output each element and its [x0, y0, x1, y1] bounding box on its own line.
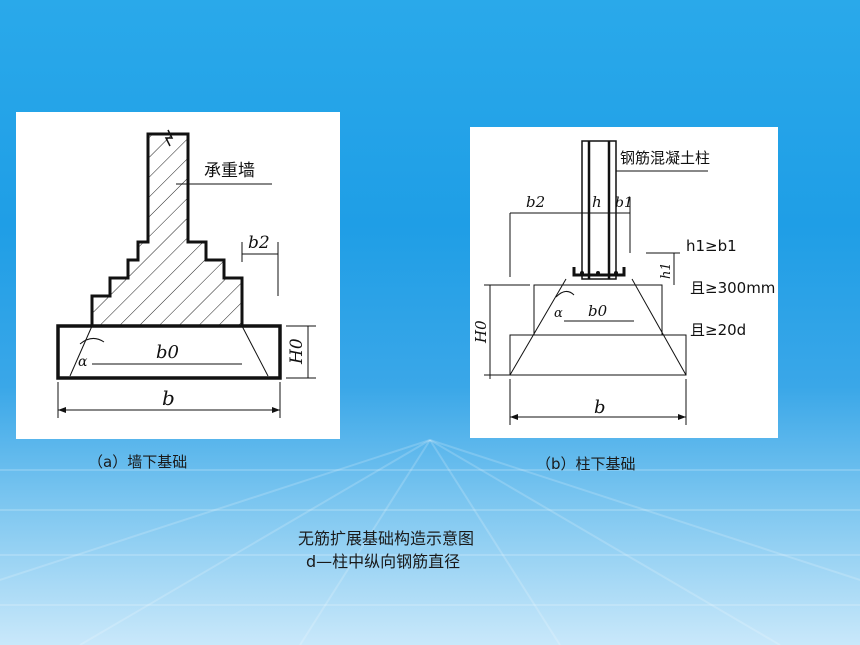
b-label-b: b [594, 397, 606, 418]
lower-base [509, 334, 687, 376]
h0-label-b: H0 [472, 320, 490, 344]
h0-label: H0 [287, 338, 307, 365]
wall-foundation-diagram: 承重墙 b2 H0 b0 α b [56, 129, 316, 418]
condition-2: 且≥300mm [690, 279, 775, 297]
top-h-label: h [592, 193, 602, 211]
figure-title: 无筋扩展基础构造示意图 [298, 529, 475, 548]
caption-a: （a）墙下基础 [88, 453, 188, 471]
b-label: b [162, 386, 175, 410]
h1-label: h1 [659, 262, 674, 279]
top-b2-label: b2 [526, 193, 545, 211]
figure-note: d—柱中纵向钢筋直径 [306, 552, 461, 571]
alpha-label: α [78, 354, 88, 370]
b2-label: b2 [248, 233, 270, 253]
top-b1-label: b1 [615, 195, 633, 211]
b0-label: b0 [156, 342, 179, 363]
column [581, 140, 617, 280]
caption-b: （b）柱下基础 [536, 455, 636, 473]
wall-label: 承重墙 [204, 161, 255, 181]
base-slab [56, 324, 282, 380]
column-foundation-diagram: 钢筋混凝土柱 b2 h b1 h1 h1≥b1 且≥300mm 且≥20d H0… [472, 140, 775, 425]
break-mark [164, 129, 174, 147]
column-label: 钢筋混凝土柱 [620, 149, 710, 167]
condition-3: 且≥20d [690, 321, 746, 339]
condition-1: h1≥b1 [686, 237, 737, 255]
wall-foundation-panel: 承重墙 b2 H0 b0 α b [16, 112, 340, 439]
alpha-label-b: α [554, 306, 563, 321]
column-foundation-panel: 钢筋混凝土柱 b2 h b1 h1 h1≥b1 且≥300mm 且≥20d H0… [470, 127, 778, 438]
b0-label-b: b0 [588, 302, 608, 320]
